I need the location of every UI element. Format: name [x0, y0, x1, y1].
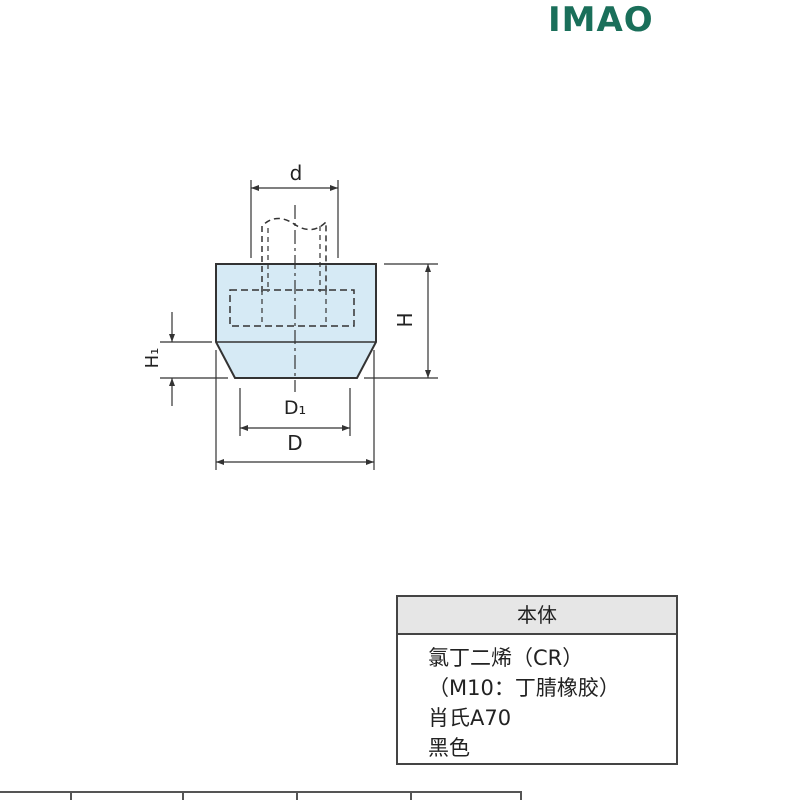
- H1-arrow-bottom: [169, 378, 175, 386]
- D1-label: D₁: [284, 397, 306, 419]
- spec-material-note: （M10：丁腈橡胶）: [428, 676, 620, 700]
- spec-hardness: 肖氏A70: [428, 706, 512, 730]
- bottom-table-divider: [520, 791, 522, 800]
- bottom-table-divider: [410, 791, 412, 800]
- imao-logo: IMAO: [548, 0, 654, 40]
- body-shape: [215, 263, 377, 379]
- H1-label: H₁: [142, 348, 163, 369]
- D-arrow-left: [216, 459, 224, 465]
- spec-table-body: 氯丁二烯（CR） （M10：丁腈橡胶） 肖氏A70 黑色: [398, 635, 676, 763]
- hidden-nut: [229, 289, 355, 327]
- bottom-table-divider: [182, 791, 184, 800]
- spec-material: 氯丁二烯（CR）: [428, 646, 584, 670]
- d-arrow-left: [251, 185, 259, 191]
- H-arrow-bottom: [425, 370, 431, 378]
- d-arrow-right: [330, 185, 338, 191]
- D-label: D: [287, 431, 302, 455]
- D1-arrow-left: [240, 425, 248, 431]
- bottom-table-rule: [0, 791, 522, 793]
- spec-table-header: 本体: [398, 597, 676, 635]
- technical-drawing: d H H₁ D₁ D: [142, 161, 438, 470]
- bottom-table-divider: [70, 791, 72, 800]
- H-label: H: [393, 312, 417, 327]
- D1-arrow-right: [342, 425, 350, 431]
- H-arrow-top: [425, 264, 431, 272]
- spec-color: 黑色: [428, 736, 470, 760]
- H1-arrow-top: [169, 334, 175, 342]
- spec-table: 本体 氯丁二烯（CR） （M10：丁腈橡胶） 肖氏A70 黑色: [396, 595, 678, 765]
- bottom-table-divider: [296, 791, 298, 800]
- stud-shape: [261, 217, 327, 292]
- D-arrow-right: [366, 459, 374, 465]
- d-label: d: [290, 161, 303, 185]
